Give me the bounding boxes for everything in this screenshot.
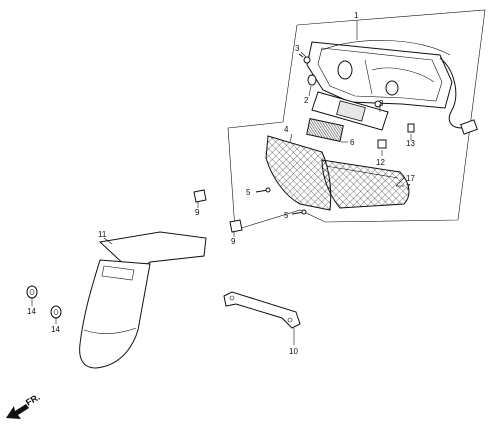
wire-harness: [439, 57, 478, 135]
callout-9b: 9: [231, 237, 236, 246]
callout-2: 2: [304, 96, 309, 105]
callout-3a: 3: [295, 44, 300, 53]
screw-5a: [255, 187, 271, 193]
bulb-2: [307, 74, 317, 86]
callout-14a: 14: [27, 307, 36, 316]
screw-5b: [291, 209, 307, 215]
small-reflector: [306, 118, 344, 142]
leader-lines: [31, 20, 412, 345]
callout-13: 13: [406, 139, 415, 148]
callout-6: 6: [350, 138, 355, 147]
lens-grille-left: [265, 135, 332, 211]
clip-nut-9b: [229, 219, 243, 233]
callout-9a: 9: [195, 208, 200, 217]
front-label: FR.: [24, 392, 42, 408]
callout-14b: 14: [51, 325, 60, 334]
callout-17: 17: [406, 174, 415, 183]
assembly-boundary: [227, 9, 486, 231]
callout-10: 10: [289, 347, 298, 356]
front-direction-indicator: FR.: [6, 392, 42, 419]
callout-11: 11: [98, 230, 107, 239]
grommet-13: [407, 123, 415, 133]
rear-fender: [79, 231, 207, 369]
screw-3b: [374, 100, 382, 108]
callout-5a: 5: [246, 188, 251, 197]
callout-5b: 5: [284, 211, 289, 220]
clip-nut-9a: [193, 189, 207, 203]
collar-14b: [50, 305, 62, 319]
reflector-plate: [311, 91, 389, 131]
grommet-12: [377, 139, 387, 149]
callout-7: 7: [406, 183, 411, 192]
callout-12: 12: [376, 158, 385, 167]
license-bracket: [223, 291, 301, 329]
lens-grille-right: [321, 159, 410, 209]
arrow-front-icon: [6, 404, 29, 419]
tail-light-housing: [306, 40, 453, 109]
callout-3b: 3: [379, 99, 384, 108]
callout-4: 4: [284, 125, 289, 134]
screw-3a: [298, 53, 311, 64]
collar-14a: [26, 285, 38, 299]
callout-1: 1: [354, 11, 359, 20]
